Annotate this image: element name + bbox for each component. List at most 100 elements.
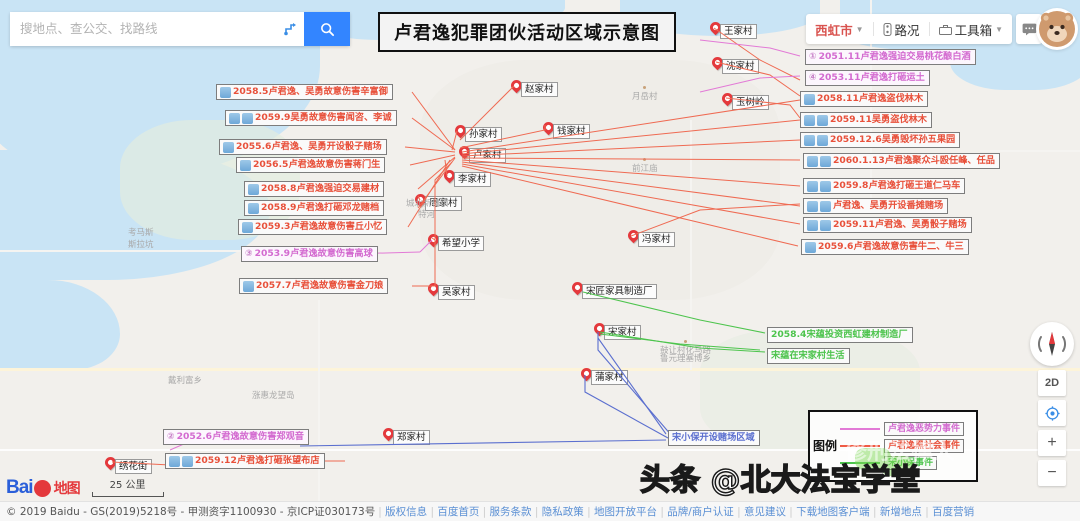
- event-marker-badge: [807, 200, 818, 212]
- event-label[interactable]: 2059.12卢君逸打砸张望布店: [165, 453, 325, 469]
- event-label[interactable]: 2059.9吴勇故意伤害闻咨、李诚: [225, 110, 397, 126]
- avatar[interactable]: [1036, 8, 1078, 50]
- legend-line-swatch: [840, 445, 880, 447]
- event-marker-badge: [220, 86, 231, 98]
- event-marker-badge: [242, 112, 253, 124]
- locate-icon: [1044, 405, 1060, 421]
- event-label-text: 2051.11卢君逸强迫交易桃花酿白酒: [818, 51, 971, 62]
- road: [0, 449, 1080, 451]
- road: [0, 368, 1080, 371]
- poi-label[interactable]: 玉树岭: [732, 95, 769, 110]
- poi-label[interactable]: 沈家村: [722, 59, 759, 74]
- poi-label[interactable]: 宋家村: [604, 325, 641, 340]
- event-label[interactable]: 2059.11吴勇盗伐林木: [800, 112, 932, 128]
- search-input[interactable]: [10, 12, 276, 46]
- map-place-label: 考马斯 斯拉坑: [128, 228, 154, 250]
- poi-label[interactable]: 王家村: [720, 24, 757, 39]
- mode-2d-button[interactable]: 2D: [1038, 370, 1066, 396]
- place-dot-icon: [684, 340, 687, 343]
- poi-label[interactable]: 吴家村: [438, 285, 475, 300]
- footer-link[interactable]: 版权信息: [385, 506, 428, 518]
- event-label[interactable]: 2059.11卢君逸、吴勇骰子赌场: [803, 217, 972, 233]
- event-marker-badge: [242, 221, 253, 233]
- poi-label[interactable]: 钱家村: [553, 124, 590, 139]
- event-label[interactable]: 2059.12.6吴勇毁坏孙五果园: [800, 132, 961, 148]
- event-label[interactable]: 2059.3卢君逸故意伤害丘小忆: [238, 219, 388, 235]
- search-button[interactable]: [304, 12, 350, 46]
- event-label-text: 2055.6卢君逸、吴勇开设骰子赌场: [236, 141, 382, 152]
- legend: 图例 卢君逸恶势力事件 卢君逸黑社会事件 宋小保事件: [808, 410, 978, 482]
- footer-divider: |: [869, 506, 880, 518]
- place-dot-icon: [643, 158, 647, 161]
- poi-label[interactable]: 蒲家村: [591, 370, 628, 385]
- scale-bar: [91, 492, 164, 497]
- event-label-text: 2059.9吴勇故意伤害闻咨、李诚: [255, 112, 392, 123]
- map-toolbar: 西虹市 ▼ 路况 工具箱 ▼: [806, 14, 1012, 44]
- event-label[interactable]: 卢君逸、吴勇开设番摊赌场: [803, 198, 949, 214]
- logo-text: Bai: [6, 477, 34, 498]
- footer-link[interactable]: 隐私政策: [541, 506, 584, 518]
- poi-label[interactable]: 宋匠家具制造厂: [582, 284, 657, 299]
- city-selector[interactable]: 西虹市 ▼: [806, 14, 872, 44]
- event-label[interactable]: 宋蕴在宋家村生活: [767, 348, 850, 364]
- footer-link[interactable]: 品牌/商户认证: [667, 506, 734, 518]
- compass-button[interactable]: [1030, 322, 1074, 366]
- search-icon: [320, 22, 334, 36]
- footer-divider: |: [479, 506, 490, 518]
- event-label[interactable]: 2060.1.13卢君逸聚众斗殴任峰、任品: [803, 153, 1000, 169]
- map-place-label: 城北新村镇: [406, 199, 449, 209]
- event-label[interactable]: 2058.9卢君逸打砸邓龙赌档: [244, 200, 385, 216]
- footer-divider: |: [583, 506, 594, 518]
- poi-label[interactable]: 冯家村: [638, 232, 675, 247]
- zoom-out-button[interactable]: −: [1038, 460, 1066, 486]
- footer-link[interactable]: 百度营销: [932, 506, 975, 518]
- event-marker-badge: [804, 114, 815, 126]
- event-label[interactable]: 2058.5卢君逸、吴勇故意伤害辛富御: [216, 84, 393, 100]
- event-label[interactable]: 2059.6卢君逸故意伤害牛二、牛三: [801, 239, 969, 255]
- poi-label[interactable]: 赵家村: [521, 82, 558, 97]
- map-place-label: 特河: [418, 210, 436, 220]
- poi-label[interactable]: 孙家村: [465, 127, 502, 142]
- footer-link[interactable]: 百度首页: [437, 506, 480, 518]
- footer-link[interactable]: 地图开放平台: [593, 506, 657, 518]
- event-label[interactable]: 2055.6卢君逸、吴勇开设骰子赌场: [219, 139, 387, 155]
- event-label[interactable]: 2058.11卢君逸盗伐林木: [800, 91, 929, 107]
- event-label-text: 卢君逸、吴勇开设番摊赌场: [833, 200, 944, 211]
- footer-link[interactable]: 意见建议: [743, 506, 786, 518]
- toolbox-button[interactable]: 工具箱 ▼: [930, 14, 1012, 44]
- baidu-logo[interactable]: Bai 地图: [6, 477, 81, 499]
- legend-item-label: 卢君逸黑社会事件: [884, 439, 965, 453]
- zoom-in-button[interactable]: +: [1038, 430, 1066, 456]
- event-label[interactable]: 2058.4宋蕴投资西虹建材制造厂: [767, 327, 913, 343]
- footer: © 2019 Baidu - GS(2019)5218号 - 甲测资字11009…: [0, 501, 1080, 521]
- map-place-label: 涨惠龙望岛: [252, 391, 295, 401]
- footer-link[interactable]: 下载地图客户端: [796, 506, 870, 518]
- footer-link[interactable]: 服务条款: [489, 506, 532, 518]
- locate-button[interactable]: [1038, 400, 1066, 426]
- event-label[interactable]: 2057.7卢君逸故意伤害金刀娘: [239, 278, 389, 294]
- poi-label[interactable]: 绣花街: [115, 459, 152, 474]
- poi-label[interactable]: 郑家村: [393, 430, 430, 445]
- route-icon[interactable]: [276, 12, 304, 46]
- event-label[interactable]: 宋小保开设赌场区域: [668, 430, 760, 446]
- poi-label[interactable]: 李家村: [454, 172, 491, 187]
- event-label-text: 2059.3卢君逸故意伤害丘小忆: [255, 221, 383, 232]
- traffic-button[interactable]: 路况: [874, 14, 929, 44]
- footer-link[interactable]: 新增地点: [879, 506, 922, 518]
- event-label[interactable]: 2056.5卢君逸故意伤害蒋门生: [236, 157, 386, 173]
- footer-divider: |: [733, 506, 744, 518]
- traffic-label: 路况: [894, 23, 920, 38]
- event-label[interactable]: 2058.8卢君逸强迫交易建材: [244, 181, 385, 197]
- legend-item: 卢君逸恶势力事件: [840, 422, 972, 436]
- event-marker-badge: [817, 134, 828, 146]
- event-label-text: 宋小保开设赌场区域: [672, 432, 755, 443]
- event-label[interactable]: 2059.8卢君逸打砸王道仁马车: [803, 178, 966, 194]
- poi-label[interactable]: 希望小学: [438, 236, 485, 251]
- poi-label[interactable]: 卢家村: [469, 148, 506, 163]
- search-bar[interactable]: [10, 12, 350, 46]
